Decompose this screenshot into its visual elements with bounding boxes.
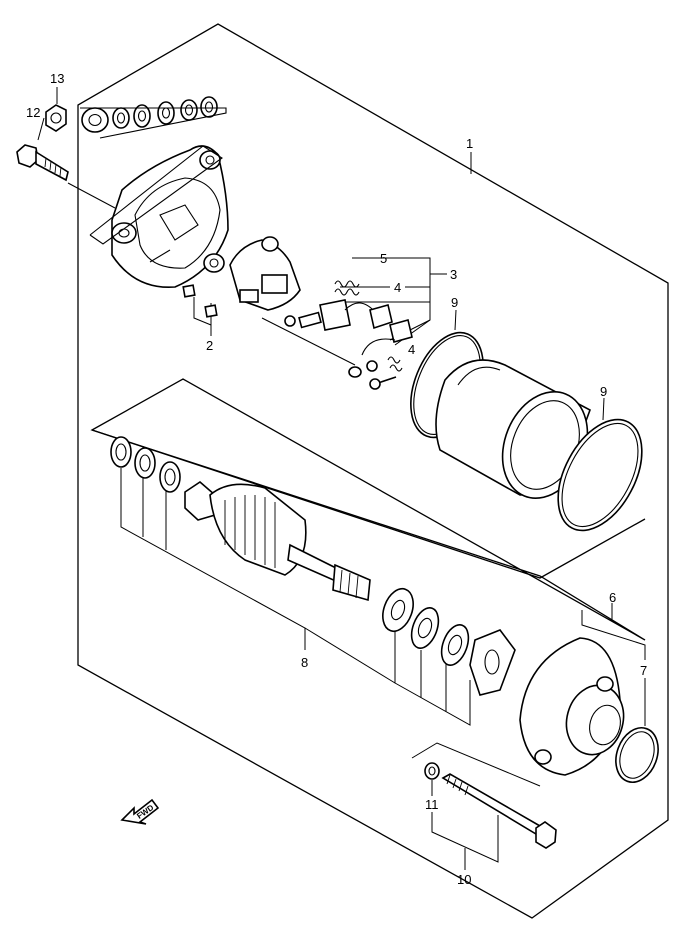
front-cover-6 xyxy=(519,637,625,776)
brush-holder-2 xyxy=(182,284,218,318)
o-ring-9-right xyxy=(557,418,643,532)
washer-set-top xyxy=(80,96,227,139)
callout-9a: 9 xyxy=(451,295,458,310)
o-ring-7 xyxy=(615,727,659,783)
armature-frame xyxy=(90,378,646,641)
armature-8 xyxy=(184,480,371,602)
callout-4a: 4 xyxy=(394,280,401,295)
callout-labels: 1 2 3 4 4 5 6 7 8 9 9 10 11 12 13 xyxy=(26,71,647,887)
fwd-arrow-icon: FWD xyxy=(120,798,160,825)
callout-2: 2 xyxy=(206,338,213,353)
callout-13: 13 xyxy=(50,71,64,86)
callout-12: 12 xyxy=(26,105,40,120)
callout-1: 1 xyxy=(466,136,473,151)
nut-13 xyxy=(45,104,67,132)
callout-8: 8 xyxy=(301,655,308,670)
bolt-12 xyxy=(16,144,116,209)
callout-10: 10 xyxy=(457,872,471,887)
callout-6: 6 xyxy=(609,590,616,605)
assembly-frame xyxy=(77,23,669,919)
through-bolt-10 xyxy=(424,762,557,849)
callout-11: 11 xyxy=(425,797,439,812)
armature-washers-right xyxy=(382,587,516,696)
callout-5: 5 xyxy=(380,251,387,266)
callout-9b: 9 xyxy=(600,384,607,399)
callout-3: 3 xyxy=(450,267,457,282)
brush-plate xyxy=(229,236,356,366)
brush-set xyxy=(298,280,413,390)
callout-7: 7 xyxy=(640,663,647,678)
spring xyxy=(334,280,360,296)
callout-4b: 4 xyxy=(408,342,415,357)
rear-cover xyxy=(89,145,229,288)
armature-washers-left xyxy=(110,436,181,493)
